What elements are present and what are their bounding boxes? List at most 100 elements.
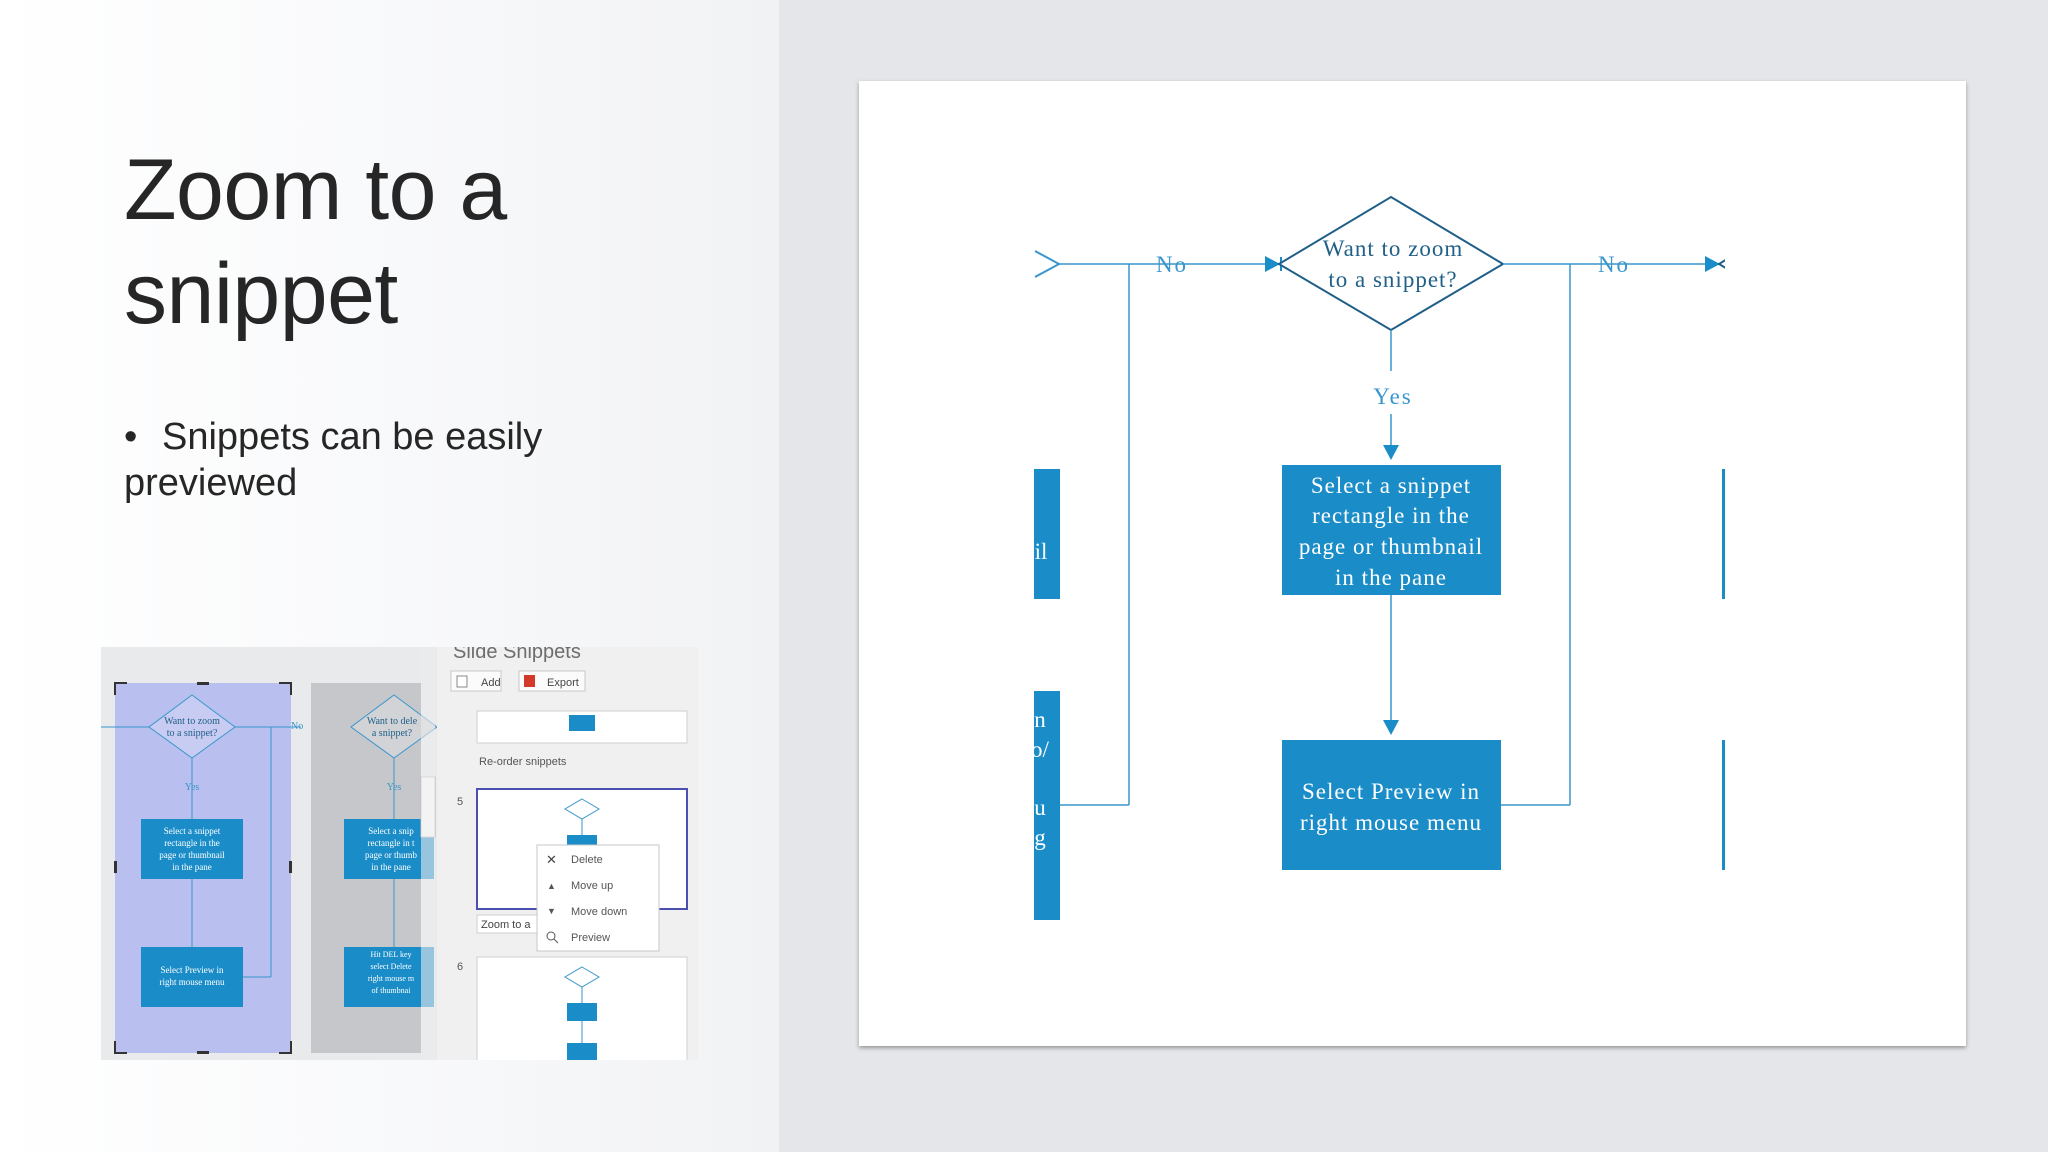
context-menu — [536, 844, 660, 952]
right-box-1-line-2: rectai — [1733, 507, 1790, 532]
flow-a-box2-line-1: Select Preview in — [161, 965, 224, 975]
flow-b-box2-line-2: select Delete — [370, 962, 412, 971]
box-preview-line-1: Select Preview in — [1302, 779, 1480, 804]
flow-b-box2-line-1: Hit DEL key — [370, 950, 411, 959]
flow-a-preview-box — [141, 947, 243, 1007]
left-box-2-line-2: o/ — [1031, 737, 1050, 762]
box-select-preview — [1282, 740, 1501, 870]
flow-b-delete-box — [344, 947, 434, 1007]
add-icon — [456, 675, 468, 688]
flow-a-box1-line-4: in the pane — [172, 862, 212, 872]
preview-icon-handle — [553, 938, 559, 944]
snippet-6-box-2 — [567, 1043, 597, 1060]
slide-title: Zoom to a snippet — [124, 138, 507, 346]
menu-item-delete[interactable]: Delete — [571, 854, 603, 866]
left-no-arrow — [1265, 256, 1280, 272]
flow-b-yes-label: Yes — [387, 782, 402, 793]
bullet-marker: • — [124, 416, 138, 458]
left-box-2-line-3: u — [1034, 795, 1046, 820]
left-box-1-fragment: il — [1035, 539, 1048, 564]
right-box-2-line-3: right n — [1738, 811, 1806, 836]
box-select-line-3: page or thumbnail — [1299, 534, 1483, 559]
flow-b-box2-line-4: of thumbnai — [372, 986, 412, 995]
right-box-2-line-2: selec — [1752, 780, 1803, 805]
snippet-6-number: 6 — [457, 961, 463, 973]
flow-b-box1-line-3: page or thumb — [365, 850, 417, 860]
flow-b-box1-line-1: Select a snip — [368, 826, 414, 836]
flow-a-select-box — [141, 819, 243, 879]
snippet-5-number: 5 — [457, 796, 463, 808]
box-select-line-4: in the pane — [1335, 565, 1447, 590]
flow-b-decision-line-1: Want to dele — [367, 716, 418, 727]
right-decision — [1717, 259, 1725, 269]
right-box-1-line-3: page o — [1729, 538, 1796, 563]
export-button-label: Export — [547, 677, 579, 689]
left-box-1 — [1034, 469, 1060, 599]
left-box-2-line-4: g — [1034, 825, 1046, 850]
move-down-icon: ▼ — [547, 906, 556, 916]
decision-line-1: Want to zoom — [1323, 236, 1463, 261]
snippet-6-box-1 — [567, 1003, 597, 1021]
right-box-2-line-1: Hit D — [1750, 749, 1807, 774]
selection-handle-top[interactable] — [197, 682, 209, 685]
snippet-4-shape — [569, 715, 595, 731]
menu-item-preview[interactable]: Preview — [571, 932, 610, 944]
left-no-label: No — [1156, 252, 1188, 277]
reorder-label: Re-order snippets — [479, 756, 567, 768]
decision-want-to-zoom — [1277, 195, 1505, 332]
flow-a-decision-line-1: Want to zoom — [164, 716, 220, 727]
right-decision-line-1: Wan — [1758, 236, 1803, 261]
right-no-arrow — [1705, 256, 1720, 272]
box-select-line-1: Select a snippet — [1311, 473, 1471, 498]
menu-item-move-down[interactable]: Move down — [571, 906, 627, 918]
flow-b-box1-line-2: rectangle in t — [368, 838, 415, 848]
yes-label: Yes — [1373, 384, 1412, 409]
zoomed-snippet-preview: No Want to zoom to a snippet? No Yes Sel… — [859, 81, 1966, 1046]
flow-b-select-box — [344, 819, 434, 879]
flow-a-box1-line-3: page or thumbnail — [159, 850, 225, 860]
right-box-1-line-1: Selec — [1733, 477, 1788, 502]
snippets-screenshot: Want to zoom to a snippet? No Yes Select… — [101, 647, 698, 1060]
delete-icon: ✕ — [546, 852, 557, 867]
flow-a-decision-line-2: to a snippet? — [167, 728, 218, 739]
slide-title-line-2: snippet — [124, 246, 398, 342]
snippet-5-caption: Zoom to a — [481, 919, 531, 931]
selection-handle-left[interactable] — [114, 861, 117, 873]
selection-handle-right[interactable] — [289, 861, 292, 873]
flow-a-no-label: No — [291, 721, 303, 732]
export-button[interactable] — [518, 670, 586, 692]
move-up-icon: ▲ — [547, 881, 556, 891]
bullet-text: Snippets can be easily previewed — [124, 416, 543, 504]
preview-icon — [546, 931, 556, 941]
flow-a-yes-label: Yes — [185, 782, 200, 793]
box-select-line-2: rectangle in the — [1312, 503, 1470, 528]
bullet-item: •Snippets can be easily previewed — [124, 414, 644, 506]
pane-title: Slide Snippets — [453, 647, 581, 663]
flow-a-box1-line-2: rectangle in the — [164, 838, 219, 848]
export-icon — [524, 675, 535, 687]
selection-handle-bottom[interactable] — [197, 1051, 209, 1054]
slide-title-line-1: Zoom to a — [124, 142, 507, 238]
right-box-2 — [1722, 740, 1725, 870]
left-box-2 — [1034, 691, 1060, 920]
yes-arrow — [1383, 445, 1399, 460]
flow-b-decision-line-2: a snippet? — [372, 728, 413, 739]
box-preview-line-2: right mouse menu — [1300, 810, 1482, 835]
right-no-label: No — [1598, 252, 1630, 277]
pane-gutter — [421, 647, 435, 1060]
down-arrow — [1383, 720, 1399, 735]
box-select-snippet — [1282, 465, 1501, 595]
decision-line-2: to a snippet? — [1328, 267, 1457, 292]
right-decision-line-2: a s — [1782, 267, 1810, 292]
flow-b-box2-line-3: right mouse m — [368, 974, 415, 983]
right-box-2-line-4: of tl — [1765, 842, 1808, 867]
add-button-label: Add — [481, 677, 501, 689]
right-box-1 — [1722, 469, 1725, 599]
left-box-2-line-1: n — [1034, 707, 1046, 732]
flow-a-box2-line-2: right mouse menu — [160, 977, 225, 987]
right-box-1-line-4: in t — [1766, 569, 1800, 594]
menu-item-move-up[interactable]: Move up — [571, 880, 613, 892]
flow-a-box1-line-1: Select a snippet — [164, 826, 221, 836]
selection-handles[interactable] — [114, 682, 292, 1054]
left-decision-edge — [1034, 250, 1062, 278]
